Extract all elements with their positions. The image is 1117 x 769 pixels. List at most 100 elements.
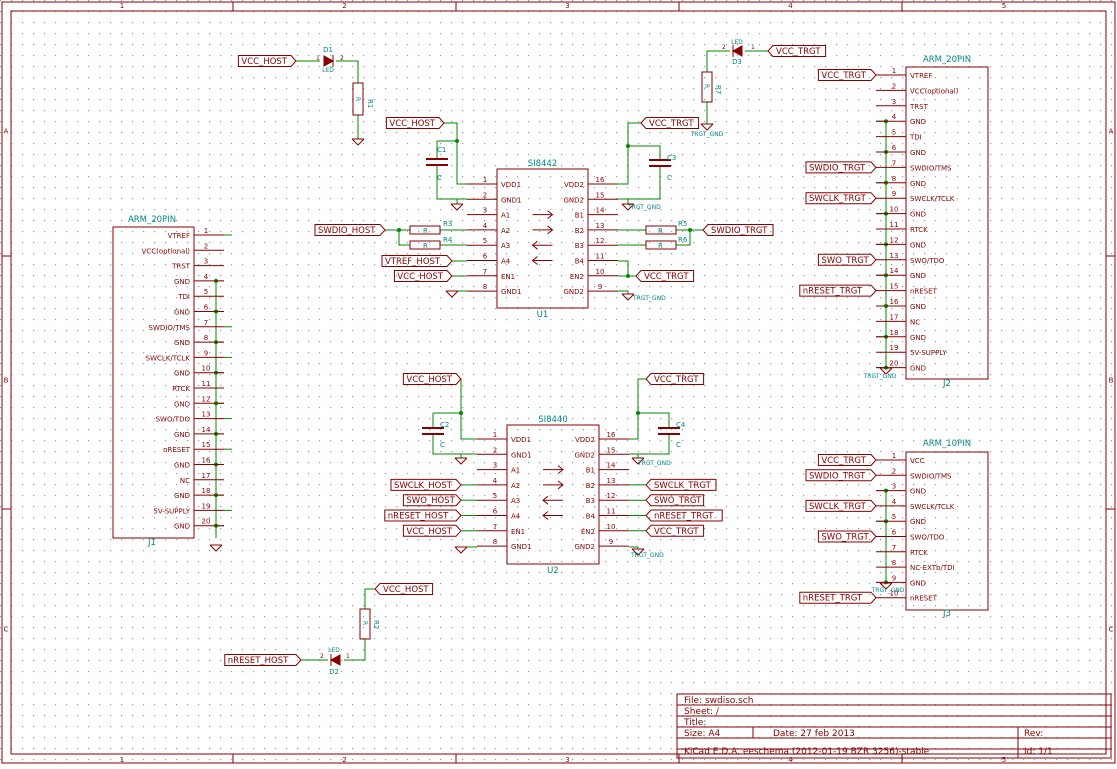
j2-pin-name: TDI <box>909 134 922 142</box>
u2-right-pin-number: 14 <box>607 462 616 470</box>
u1-right-pin-name: B4 <box>575 258 585 266</box>
u1-right-pin-number: 14 <box>596 207 605 215</box>
u2-vcc-trgt-label: VCC_TRGT <box>654 375 699 385</box>
j2-pin-number: 2 <box>892 82 896 90</box>
r2-value: R <box>361 621 368 625</box>
frame-row-left: A <box>4 128 9 136</box>
j1-pin-number: 20 <box>202 518 211 526</box>
u2-right-pin-number: 13 <box>607 477 616 485</box>
u1-left-pin-name: GND1 <box>501 288 522 296</box>
j3-net-label: SWDIO_TRGT <box>809 471 866 481</box>
j3-pin-name: GND <box>910 579 926 587</box>
u1-channel-arrow-head <box>531 256 538 265</box>
j2-pin-name: SWCLK/TCLK <box>910 195 955 203</box>
j2-pin-name: VCC(optional) <box>910 87 959 95</box>
c2-ref: C2 <box>440 421 449 429</box>
j3-pin-name: SWO/TDO <box>910 534 945 542</box>
j3-net-label: VCC_TRGT <box>821 456 866 466</box>
j2-pin-number: 10 <box>890 206 899 214</box>
j3-net-label: SWCLK_TRGT <box>809 502 867 512</box>
title-block-tool: KiCad E.D.A. eeschema (2012-01-19 BZR 32… <box>684 747 930 757</box>
j2-gnd-symbol-arrow <box>879 367 893 375</box>
c4-top-wire <box>638 412 670 428</box>
u2-left-pin-number: 1 <box>493 431 497 439</box>
c4-ref: C4 <box>676 421 686 429</box>
j2-pin-number: 1 <box>892 67 896 75</box>
u1-channel-arrow-head <box>531 240 538 250</box>
j2-pin-name: VTREF <box>910 72 932 80</box>
frame-row-right: A <box>1109 128 1114 136</box>
j2-net-label: VCC_TRGT <box>821 71 866 81</box>
j2-pin-name: GND <box>910 241 926 249</box>
d1-pin-number: 1 <box>316 55 320 62</box>
u2-gnd1-symbol-arrow <box>454 457 468 465</box>
u2-left-pin-number: 5 <box>493 492 497 500</box>
parts: ARM_20PINJ1VTREF1VCC(optional)2TRST3GND4… <box>112 39 989 676</box>
frame-col-top: 1 <box>120 2 124 10</box>
c4-value: C <box>676 441 681 449</box>
u1-gnd2-symbol-arrow <box>621 203 635 211</box>
j1-pin-number: 12 <box>202 395 211 403</box>
j3-net-label-outline <box>805 499 877 512</box>
j3-pin-number: 1 <box>892 452 896 460</box>
d2-anode-wire <box>344 639 366 661</box>
j2-pin-number: 14 <box>890 267 899 275</box>
j2-pin-name: GND <box>910 272 926 280</box>
j1-pin-name: GND <box>174 339 190 347</box>
u2-channel-arrow-head <box>542 511 549 520</box>
j1-pin-number: 15 <box>202 441 211 449</box>
u1-gnd2b-wire <box>618 290 629 294</box>
frame-row-right: B <box>1109 377 1114 385</box>
r6-right-wire <box>676 230 691 246</box>
u1-gnd2-label: TRGT_GND <box>627 204 661 211</box>
j3-pin-name: nRESET <box>910 595 938 603</box>
u2-right-net-label: VCC_TRGT <box>654 527 699 537</box>
j2-pin-name: GND <box>910 211 926 219</box>
j3-pin-number: 6 <box>892 529 897 537</box>
u1-en2-label: VCC_TRGT <box>644 272 689 282</box>
u1-left-pin-number: 7 <box>483 268 487 276</box>
d3-pin-number: 2 <box>722 44 726 51</box>
u2-right-net-label-outline <box>645 494 705 507</box>
j2-net-label: SWO_TRGT <box>821 256 869 266</box>
j3-pin-number: 10 <box>890 590 899 598</box>
u2-left-pin-name: GND1 <box>511 543 532 551</box>
u2-left-net-label-outline <box>384 509 462 522</box>
u1-right-pin-number: 10 <box>596 268 605 276</box>
j1-pin-number: 16 <box>202 457 211 465</box>
title-block: File: swdiso.sch Sheet: / Title: Size: A… <box>676 693 1112 759</box>
j1-pin-number: 9 <box>204 349 208 357</box>
j1-pin-number: 8 <box>204 334 208 342</box>
j2-pin-name: GND <box>910 334 926 342</box>
u1-right-pin-name: B3 <box>575 242 584 250</box>
u1-body <box>496 168 589 309</box>
j1-pin-name: GND <box>174 370 190 378</box>
j2-net-label-outline <box>817 253 877 266</box>
j2-pin-number: 3 <box>892 98 896 106</box>
c3-top-wire <box>628 145 661 160</box>
u2-gnd2-symbol-arrow <box>631 457 645 465</box>
u2-left-net-label-outline <box>402 494 462 507</box>
u2-right-pin-number: 15 <box>607 446 616 454</box>
u1-right-pin-name: B1 <box>575 212 584 220</box>
j2-net-label: nRESET_TRGT <box>803 287 863 297</box>
u1-left-pin-number: 5 <box>483 237 487 245</box>
d3-value: LED <box>731 39 743 46</box>
j2-pin-name: RTCK <box>910 226 928 234</box>
u1-part: SI8442 <box>528 159 558 169</box>
u1-left-pin-name: A4 <box>501 258 511 266</box>
r3-body <box>409 225 441 235</box>
j2-net-label: SWCLK_TRGT <box>809 194 867 204</box>
u2-right-net-label: nRESET_TRGT <box>654 512 714 522</box>
u2-left-pin-number: 3 <box>493 462 497 470</box>
j3-pin-name: GND <box>910 488 926 496</box>
j2-pin-name: GND <box>910 118 926 126</box>
j1-pin-name: TRST <box>171 263 191 271</box>
j1-pin-number: 6 <box>204 304 209 312</box>
j1-pin-name: GND <box>174 309 190 317</box>
u1-left-pin-name: EN1 <box>501 273 515 281</box>
j2-ref: J2 <box>942 379 951 389</box>
j1-pin-name: TDI <box>177 293 190 301</box>
u2-right-net-label: SWO_TRGT <box>654 496 702 506</box>
